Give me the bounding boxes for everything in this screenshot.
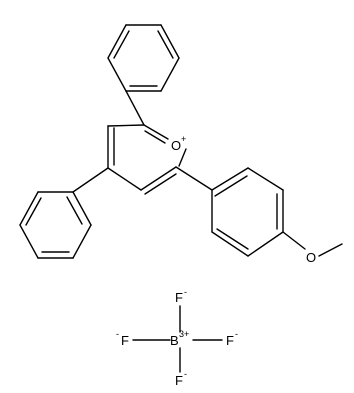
ring-oxygen-atom: O + [171,134,186,153]
fluorine-right-charge: - [235,329,238,339]
left-phenyl-ring [19,167,109,259]
fluorine-bottom-charge: - [184,369,187,379]
ring-oxygen-charge: + [181,134,186,144]
methoxy-oxygen-symbol: O [306,250,316,265]
top-phenyl-ring [107,24,180,126]
boron-charge: 3+ [179,329,189,339]
tetrafluoroborate-anion: F - - F B 3+ F - F - [116,287,238,388]
fluorine-bottom-symbol: F [175,373,183,388]
fluorine-left-charge: - [116,329,119,339]
boron-symbol: B [170,333,179,348]
fluorine-left-symbol: F [121,333,129,348]
methoxy-group: O [282,231,343,265]
ring-oxygen-symbol: O [171,138,181,153]
methoxyphenyl-ring [175,166,284,257]
fluorine-top-charge: - [184,287,187,297]
fluorine-top-symbol: F [175,290,183,305]
pyrylium-ring [107,124,187,195]
fluorine-right-symbol: F [226,333,234,348]
